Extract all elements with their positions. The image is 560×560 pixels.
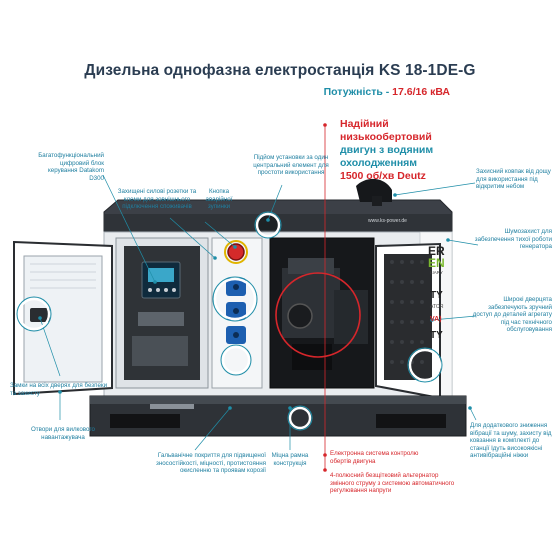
side-mid2: ATOR (430, 304, 444, 310)
control-buttons (148, 288, 176, 292)
terminal-block (132, 336, 188, 366)
forklift-slot-right (376, 414, 446, 428)
engine-pulley (287, 303, 313, 329)
side-mid: TY (430, 290, 443, 301)
label-vibration: Для додаткового зниження вібрації та шум… (470, 422, 552, 460)
title-model: KS 18-1DE-G (378, 62, 476, 79)
label-noise: Шумозахист для забезпечення тихої роботи… (474, 228, 552, 251)
right-door-foam (384, 254, 432, 380)
side-letters-2: EN (428, 256, 445, 270)
callout-rings (17, 212, 442, 430)
label-cover: Захисний ковпак від дощу для використанн… (476, 168, 551, 191)
engine-highlight: Надійний низькообертовий двигун з водяни… (340, 118, 480, 183)
side-letters-1: ER (428, 244, 445, 258)
highlight-line2: двигун з водяним охолодженням (340, 144, 434, 169)
breaker-row (138, 312, 184, 326)
label-alternator: 4-полюсний безщітковий альтернатор змінн… (330, 472, 455, 495)
side-bottom: TY (430, 330, 443, 341)
forklift-slot-left (110, 414, 180, 428)
lifting-lug (258, 216, 278, 230)
label-sockets: Захищені силові розетки та клеми для зов… (117, 188, 197, 211)
label-control-unit: Багатофункціональний цифровий блок керув… (38, 152, 104, 182)
label-coating: Гальванічне покриття для підвищеної знос… (155, 452, 266, 475)
emergency-stop-base (224, 240, 248, 264)
label-doors: Широкі дверцята забезпечують зручний дос… (472, 296, 552, 334)
base-handle (150, 404, 194, 409)
label-forklift: Отвори для вилкового навантажувача (30, 426, 95, 441)
alternator (334, 290, 368, 344)
title-main: Дизельна однофазна електростанція (84, 62, 375, 79)
highlight-line1: Надійний низькообертовий (340, 118, 432, 143)
rain-cap-pipe (372, 196, 382, 206)
callout-rings-outline (16, 211, 443, 431)
callout-dots-red (323, 123, 327, 472)
control-display-screen (148, 268, 174, 282)
rain-cap (356, 178, 392, 202)
highlight-line3: 1500 об/хв Deutz (340, 170, 426, 182)
engine-block (282, 268, 340, 338)
engine-head (288, 258, 334, 274)
label-lifting: Підйом установки за один центральний еле… (253, 154, 329, 177)
door-lock (30, 308, 50, 322)
emergency-stop (227, 243, 245, 261)
panel-url: www.ks-power.de (368, 218, 407, 224)
page-title: Дизельна однофазна електростанція KS 18-… (0, 62, 560, 80)
engine-highlight-ring (275, 272, 361, 358)
label-locks: Замки на всіх дверях для безпеки та захи… (10, 382, 108, 397)
power-rating: Потужність - 17.6/16 кВА (324, 86, 450, 98)
side-power: VA) (430, 316, 442, 323)
side-small: LIARY (430, 270, 443, 275)
foam-pattern (390, 260, 424, 364)
label-stop-button: Кнопка аварійної зупинки (205, 188, 233, 211)
base-frame-top (90, 396, 466, 404)
power-label: Потужність - (323, 86, 390, 98)
power-value: 17.6/16 кВА (392, 86, 450, 98)
label-engine-control: Електронна система контролю обертів двиг… (330, 450, 419, 465)
callout-dots (38, 193, 472, 410)
label-frame: Міцна рамна конструкція (271, 452, 309, 467)
left-door-vent (30, 263, 96, 289)
